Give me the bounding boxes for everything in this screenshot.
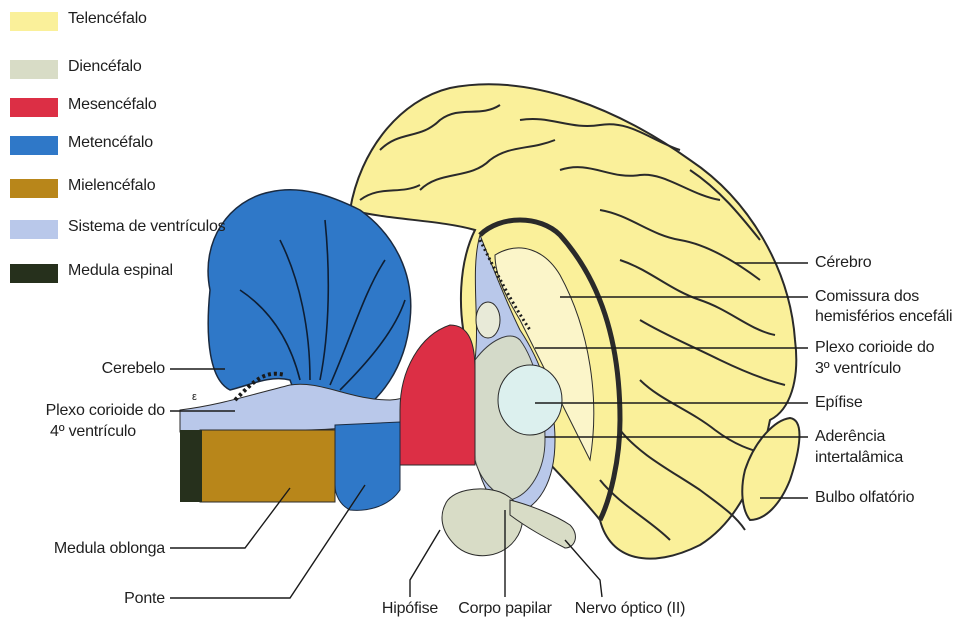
midbrain-region <box>400 325 475 465</box>
legend-label: Sistema de ventrículos <box>68 218 225 236</box>
legend-label: Medula espinal <box>68 262 173 280</box>
legend-swatch <box>10 264 58 283</box>
legend-swatch <box>10 98 58 117</box>
legend-label: Mesencéfalo <box>68 96 157 114</box>
label-plexo4-1: Plexo corioide do <box>20 400 165 421</box>
label-cerebelo: Cerebelo <box>20 358 165 379</box>
label-corpo-papilar: Corpo papilar <box>455 598 555 619</box>
legend-label: Mielencéfalo <box>68 177 155 195</box>
label-plexo4-2: 4º ventrículo <box>50 421 136 442</box>
legend-swatch <box>10 60 58 79</box>
epiphysis <box>498 365 562 435</box>
svg-text:ε: ε <box>192 391 197 403</box>
label-nervo-optico: Nervo óptico (II) <box>565 598 695 619</box>
label-plexo3-1: Plexo corioide do <box>815 337 934 358</box>
legend-swatch <box>10 179 58 198</box>
legend-label: Telencéfalo <box>68 10 147 28</box>
pons-region <box>335 422 400 510</box>
hypophysis <box>442 489 522 556</box>
label-comissura-1: Comissura dos <box>815 286 919 307</box>
legend-swatch <box>10 12 58 31</box>
spinal-cord-region <box>180 430 202 502</box>
label-aderencia-2: intertalâmica <box>815 447 903 468</box>
label-medula-oblonga: Medula oblonga <box>20 538 165 559</box>
legend-label: Metencéfalo <box>68 134 153 152</box>
legend-swatch <box>10 220 58 239</box>
label-bulbo: Bulbo olfatório <box>815 487 914 508</box>
legend-label: Diencéfalo <box>68 58 142 76</box>
label-hipofise: Hipófise <box>370 598 450 619</box>
label-plexo3-2: 3º ventrículo <box>815 358 901 379</box>
label-epifise: Epífise <box>815 392 863 413</box>
label-aderencia-1: Aderência <box>815 426 885 447</box>
legend-swatch <box>10 136 58 155</box>
medulla-region <box>200 430 335 502</box>
label-cerebro: Cérebro <box>815 252 871 273</box>
label-comissura-2: hemisférios encefálicos <box>815 306 953 327</box>
label-ponte: Ponte <box>20 588 165 609</box>
